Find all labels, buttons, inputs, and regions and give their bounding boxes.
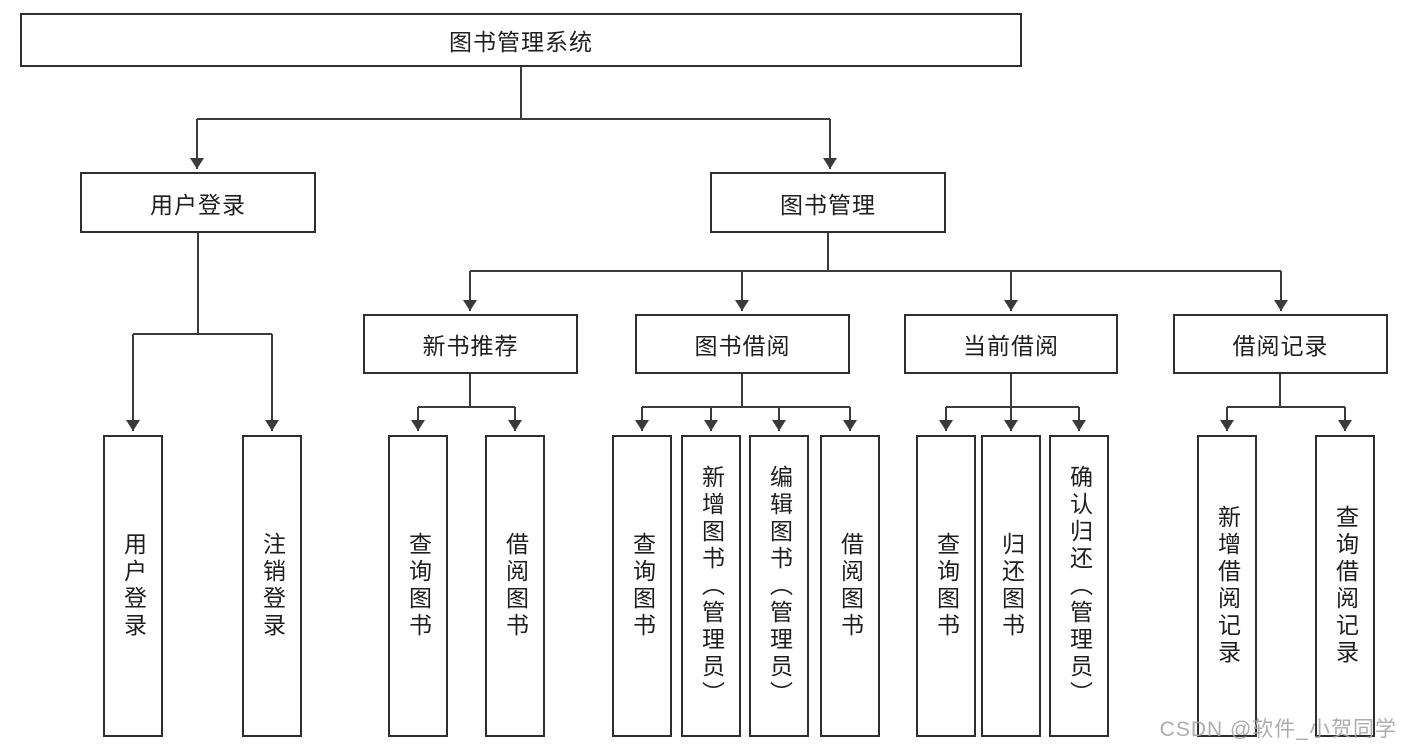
leaf-current-confirm-return-admin: 确认归还（管理员） (1049, 435, 1109, 737)
node-book-management-label: 图书管理 (780, 191, 876, 218)
leaf-records-add-record: 新增借阅记录 (1197, 435, 1257, 737)
leaf-current-return-books: 归还图书 (981, 435, 1041, 737)
node-book-management: 图书管理 (710, 172, 946, 233)
leaf-records-query-record: 查询借阅记录 (1315, 435, 1375, 737)
node-new-book-recommend: 新书推荐 (363, 314, 578, 374)
node-current-borrow-label: 当前借阅 (963, 333, 1059, 359)
node-user-login: 用户登录 (80, 172, 316, 233)
leaf-borrow-borrow-books-label: 借阅图书 (837, 532, 864, 640)
node-root: 图书管理系统 (20, 13, 1022, 67)
leaf-logout-login-label: 注销登录 (259, 532, 286, 640)
node-book-borrow-label: 图书借阅 (694, 333, 791, 359)
leaf-rec-query-books-label: 查询图书 (405, 532, 432, 640)
csdn-watermark: CSDN @软件_小贺同学 (1159, 718, 1397, 741)
leaf-logout-login: 注销登录 (242, 435, 302, 737)
node-borrow-records: 借阅记录 (1173, 314, 1388, 374)
leaf-records-query-record-label: 查询借阅记录 (1332, 505, 1359, 667)
leaf-user-login-label: 用户登录 (120, 532, 147, 640)
leaf-records-add-record-label: 新增借阅记录 (1214, 505, 1241, 667)
leaf-borrow-edit-books-admin-label: 编辑图书（管理员） (766, 464, 793, 708)
tree-arrow-lines (126, 119, 1352, 431)
leaf-rec-query-books: 查询图书 (388, 435, 448, 737)
node-root-label: 图书管理系统 (449, 29, 593, 55)
node-borrow-records-label: 借阅记录 (1232, 333, 1329, 359)
leaf-user-login: 用户登录 (103, 435, 163, 737)
leaf-current-query-books-label: 查询图书 (933, 532, 960, 640)
leaf-current-return-books-label: 归还图书 (998, 532, 1025, 640)
node-book-borrow: 图书借阅 (635, 314, 850, 374)
leaf-borrow-query-books-label: 查询图书 (629, 532, 656, 640)
leaf-borrow-borrow-books: 借阅图书 (820, 435, 880, 737)
tree-branch-lines (133, 67, 1345, 408)
leaf-borrow-add-books-admin: 新增图书（管理员） (681, 435, 741, 737)
leaf-current-query-books: 查询图书 (916, 435, 976, 737)
node-user-login-label: 用户登录 (150, 191, 246, 218)
leaf-borrow-query-books: 查询图书 (612, 435, 672, 737)
leaf-borrow-edit-books-admin: 编辑图书（管理员） (749, 435, 809, 737)
node-new-book-recommend-label: 新书推荐 (422, 333, 519, 359)
leaf-borrow-add-books-admin-label: 新增图书（管理员） (698, 464, 725, 708)
leaf-current-confirm-return-admin-label: 确认归还（管理员） (1066, 464, 1093, 708)
leaf-rec-borrow-books-label: 借阅图书 (502, 532, 529, 640)
node-current-borrow: 当前借阅 (904, 314, 1118, 374)
leaf-rec-borrow-books: 借阅图书 (485, 435, 545, 737)
